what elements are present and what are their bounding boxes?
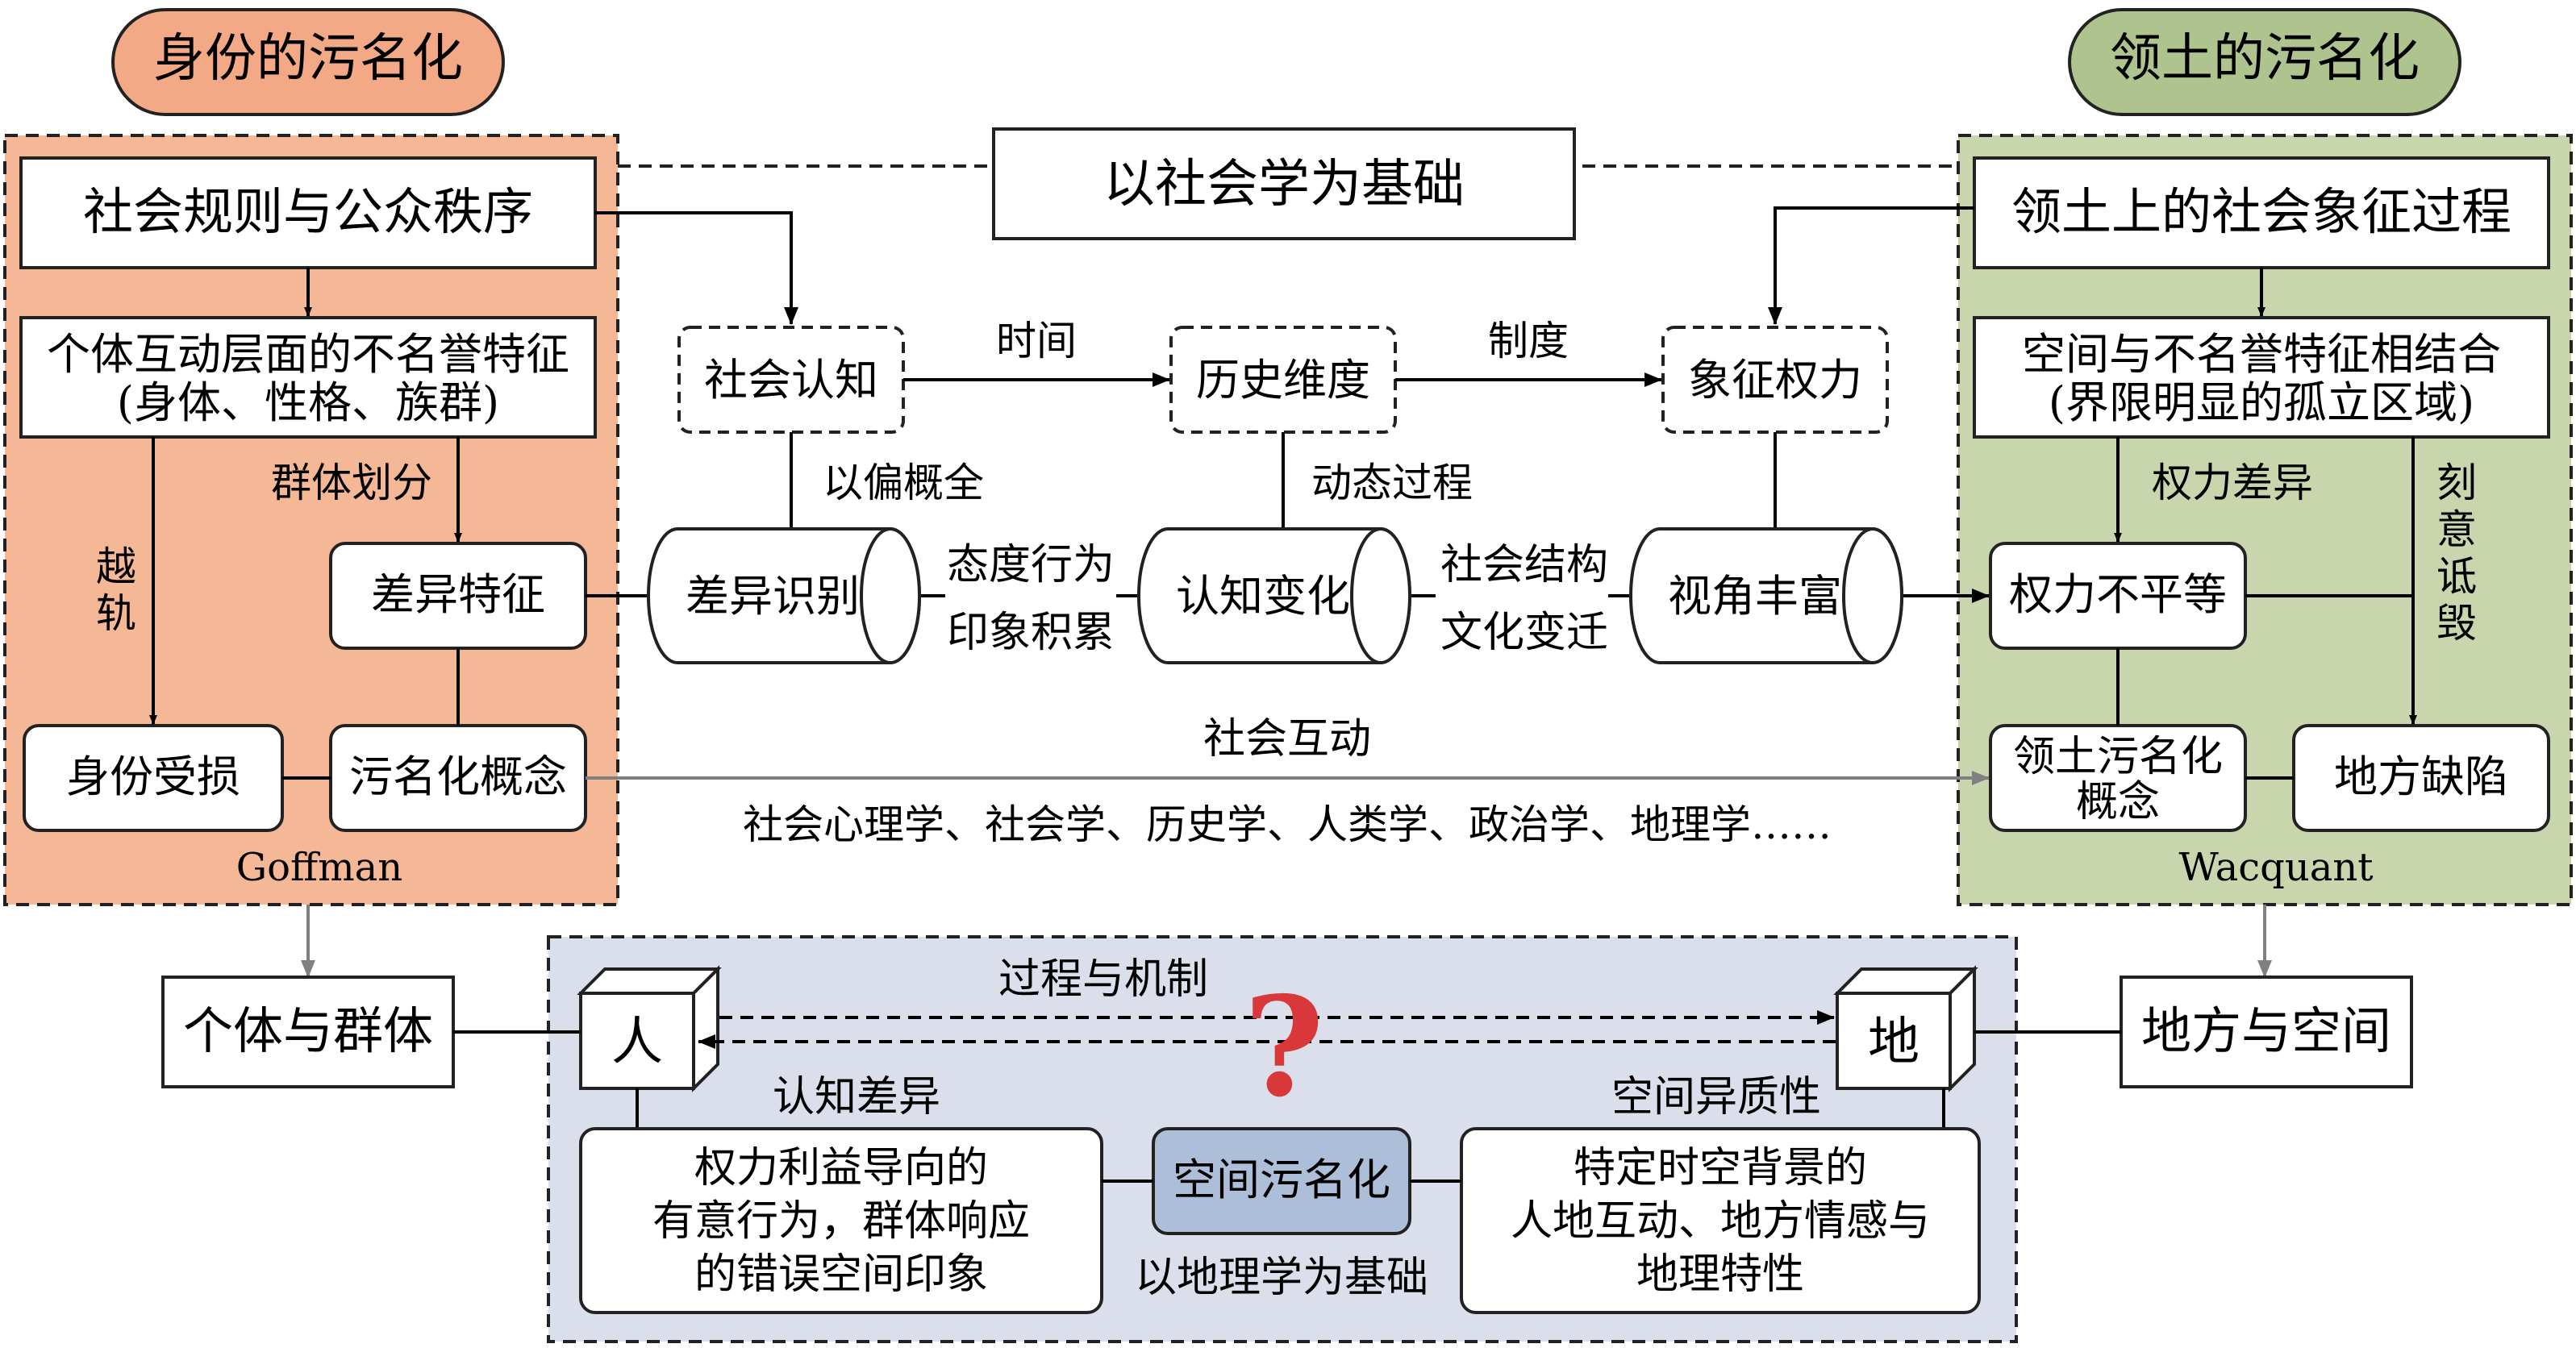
- person-cube: [577, 965, 722, 1092]
- culture-change-label: 文化变迁: [1440, 609, 1608, 657]
- dynamic-label: 动态过程: [1311, 460, 1473, 506]
- sociology-base-box: [992, 127, 1576, 240]
- spatiotemporal-line2: 人地互动、地方情感与: [1511, 1197, 1930, 1246]
- defamation-label-3: 诋: [2436, 553, 2477, 600]
- attitude-label: 态度行为: [947, 541, 1115, 589]
- historical-dimension-label: 历史维度: [1196, 355, 1370, 406]
- power-interest-line1: 权力利益导向的: [694, 1144, 988, 1192]
- defamation-label-4: 毁: [2436, 600, 2477, 647]
- process-mechanism-label: 过程与机制: [998, 955, 1208, 1004]
- spatial-stigma-label: 空间污名化: [1173, 1155, 1390, 1205]
- sociology-base-label: 以社会学为基础: [1103, 155, 1465, 214]
- place-space-label: 地方与空间: [2141, 1001, 2391, 1060]
- perspective-cylinder: [1629, 527, 1903, 664]
- deviance-label-2: 轨: [96, 590, 136, 637]
- difference-recognition-label: 差异识别: [686, 571, 860, 622]
- social-rules-box: [19, 156, 597, 269]
- symbolic-power-box: [1661, 326, 1889, 434]
- symbolic-process-label: 领土上的社会象征过程: [2011, 182, 2511, 241]
- process-to-power-arrow: [1768, 206, 1974, 325]
- identity-title-pill: [111, 8, 505, 116]
- traits-box: [19, 316, 597, 439]
- power-interest-line3: 的错误空间印象: [694, 1250, 988, 1299]
- social-interaction-label: 社会互动: [1203, 715, 1371, 763]
- spatiotemporal-box: [1460, 1127, 1981, 1314]
- social-structure-label: 社会结构: [1440, 541, 1608, 589]
- identity-damage-label: 身份受损: [66, 751, 240, 802]
- land-cube: [1833, 965, 1978, 1092]
- identity-title: 身份的污名化: [153, 29, 463, 89]
- space-traits-line2: (界限明显的孤立区域): [2049, 377, 2474, 428]
- difference-recognition-cylinder: [647, 527, 921, 664]
- power-interest-line2: 有意行为，群体响应: [652, 1197, 1030, 1246]
- stigma-concept-label: 污名化概念: [349, 751, 567, 802]
- power-difference-label: 权力差异: [2152, 460, 2313, 506]
- traits-line1: 个体互动层面的不名誉特征: [47, 329, 569, 380]
- land-label: 地: [1868, 1013, 1919, 1072]
- territory-concept-line2: 概念: [2076, 778, 2160, 826]
- social-rules-label: 社会规则与公众秩序: [83, 182, 533, 241]
- cognition-change-cylinder: [1137, 527, 1411, 664]
- traits-line2: (身体、性格、族群): [117, 377, 499, 428]
- spatial-heterogeneity-label: 空间异质性: [1611, 1073, 1821, 1121]
- place-defect-label: 地方缺陷: [2334, 751, 2508, 802]
- impression-label: 印象积累: [947, 609, 1115, 657]
- territory-title: 领土的污名化: [2110, 29, 2420, 89]
- geography-base-label: 以地理学为基础: [1135, 1254, 1428, 1302]
- cognition-change-label: 认知变化: [1176, 571, 1350, 622]
- power-inequality-label: 权力不平等: [2009, 569, 2227, 620]
- power-interest-box: [579, 1127, 1103, 1314]
- person-label: 人: [611, 1013, 663, 1072]
- institution-label: 制度: [1488, 318, 1569, 364]
- spatiotemporal-line1: 特定时空背景的: [1574, 1144, 1867, 1192]
- deviance-label-1: 越: [96, 543, 136, 590]
- partial-label: 以偏概全: [823, 460, 984, 506]
- space-traits-box: [1973, 316, 2550, 439]
- time-label: 时间: [996, 318, 1077, 364]
- symbolic-power-label: 象征权力: [1688, 355, 1862, 406]
- rules-to-cognition-arrow: [595, 211, 798, 325]
- disciplines-label: 社会心理学、社会学、历史学、人类学、政治学、地理学……: [743, 801, 1832, 848]
- symbolic-process-box: [1973, 156, 2550, 269]
- question-mark: ?: [1244, 967, 1324, 1128]
- group-division-label: 群体划分: [271, 460, 432, 506]
- individual-group-label: 个体与群体: [183, 1001, 433, 1060]
- defamation-label-2: 意: [2436, 506, 2477, 553]
- perspective-label: 视角丰富: [1668, 571, 1842, 622]
- cognitive-difference-label: 认知差异: [773, 1073, 940, 1121]
- territory-concept-line1: 领土污名化: [2013, 733, 2223, 781]
- place-space-box: [2120, 976, 2413, 1088]
- space-traits-line1: 空间与不名誉特征相结合: [2022, 329, 2501, 380]
- wacquant-label: Wacquant: [2178, 845, 2373, 890]
- difference-trait-label: 差异特征: [371, 569, 545, 620]
- goffman-label: Goffman: [236, 845, 402, 890]
- social-cognition-label: 社会认知: [704, 355, 878, 406]
- spatiotemporal-line3: 地理特性: [1636, 1250, 1804, 1299]
- territory-title-pill: [2068, 8, 2461, 116]
- defamation-label-1: 刻: [2436, 460, 2477, 506]
